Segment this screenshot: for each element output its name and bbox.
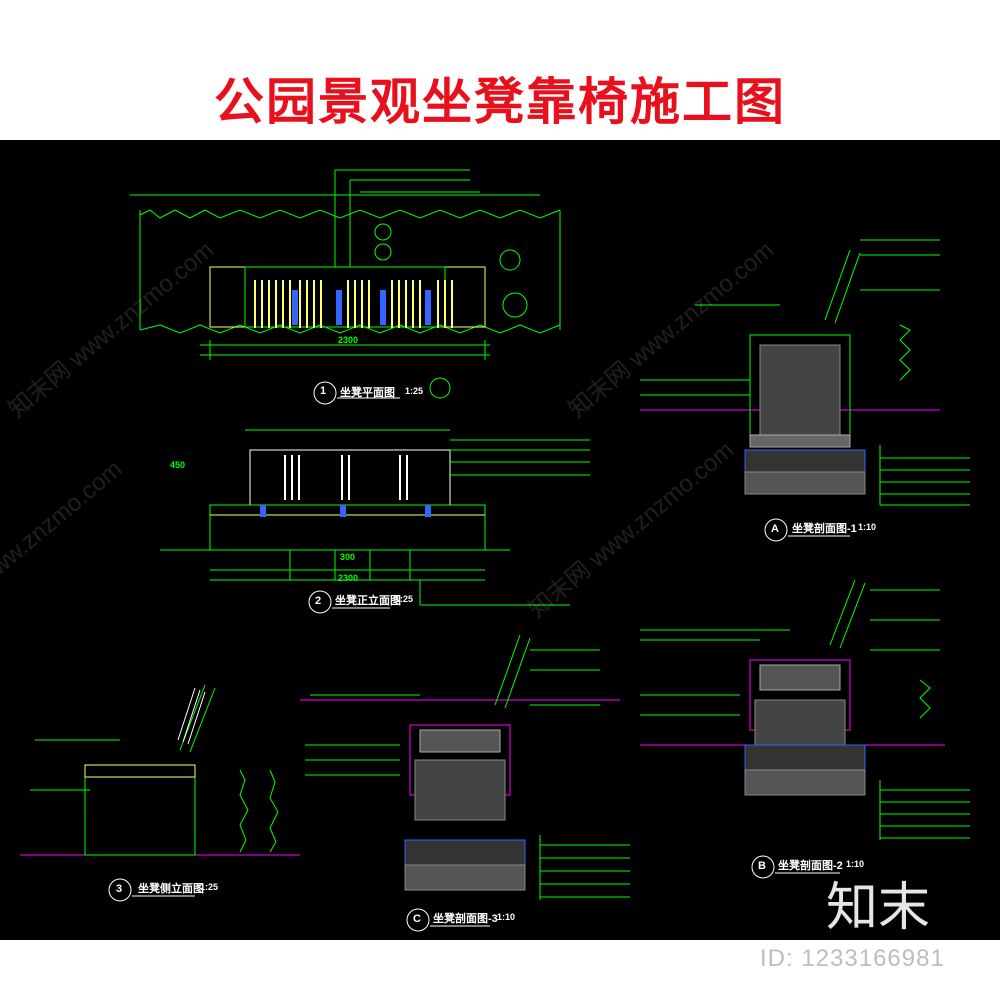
drawing-c-number: C bbox=[413, 913, 421, 925]
plan-bars bbox=[254, 280, 453, 328]
drawing-1-caption: 坐凳平面图 bbox=[340, 387, 395, 399]
side-elevation-backrest bbox=[177, 687, 206, 745]
image-id: ID: 1233166981 bbox=[760, 945, 945, 972]
elevation-height-dimension: 450 bbox=[170, 460, 186, 470]
plan-total-dimension: 2300 bbox=[338, 335, 359, 345]
plan-drawing bbox=[130, 169, 561, 405]
drawing-3-caption: 坐凳侧立面图 bbox=[138, 883, 204, 895]
drawing-b-caption: 坐凳剖面图-2 bbox=[778, 860, 843, 872]
drawing-2-scale: 1:25 bbox=[395, 594, 414, 604]
drawing-c-caption: 坐凳剖面图-3 bbox=[433, 913, 498, 925]
drawing-b-number: B bbox=[758, 860, 766, 872]
drawing-a-scale: 1:10 bbox=[858, 522, 877, 532]
section-a-drawing bbox=[640, 239, 970, 542]
elevation-total-dimension: 2300 bbox=[338, 573, 359, 583]
drawing-b-scale: 1:10 bbox=[846, 859, 865, 869]
drawing-1-scale: 1:25 bbox=[405, 386, 424, 396]
front-elevation-slats bbox=[284, 455, 408, 500]
page-title: 公园景观坐凳靠椅施工图 bbox=[214, 73, 786, 131]
section-b-drawing bbox=[640, 579, 970, 879]
drawing-3-scale: 1:25 bbox=[200, 882, 219, 892]
drawing-2-number: 2 bbox=[315, 595, 322, 607]
section-c-drawing bbox=[300, 634, 630, 932]
front-elevation-blue bbox=[260, 505, 431, 517]
drawing-a-number: A bbox=[771, 523, 779, 535]
cad-drawing-svg bbox=[20, 169, 970, 932]
drawing-a-caption: 坐凳剖面图-1 bbox=[792, 523, 857, 535]
front-elevation-drawing bbox=[160, 429, 590, 614]
cad-drawing-canvas: 1 坐凳平面图 1:25 2 坐凳正立面图 1:25 3 坐凳侧立面图 1:25… bbox=[0, 140, 1000, 940]
plan-blue-posts bbox=[292, 290, 431, 325]
brand-logo-text: 知末 bbox=[825, 878, 930, 938]
drawing-2-caption: 坐凳正立面图 bbox=[335, 595, 401, 607]
side-elevation-drawing bbox=[20, 684, 300, 902]
elevation-mid-dimension: 300 bbox=[340, 552, 356, 562]
drawing-1-number: 1 bbox=[320, 385, 327, 397]
drawing-c-scale: 1:10 bbox=[497, 912, 516, 922]
drawing-3-number: 3 bbox=[116, 883, 123, 895]
